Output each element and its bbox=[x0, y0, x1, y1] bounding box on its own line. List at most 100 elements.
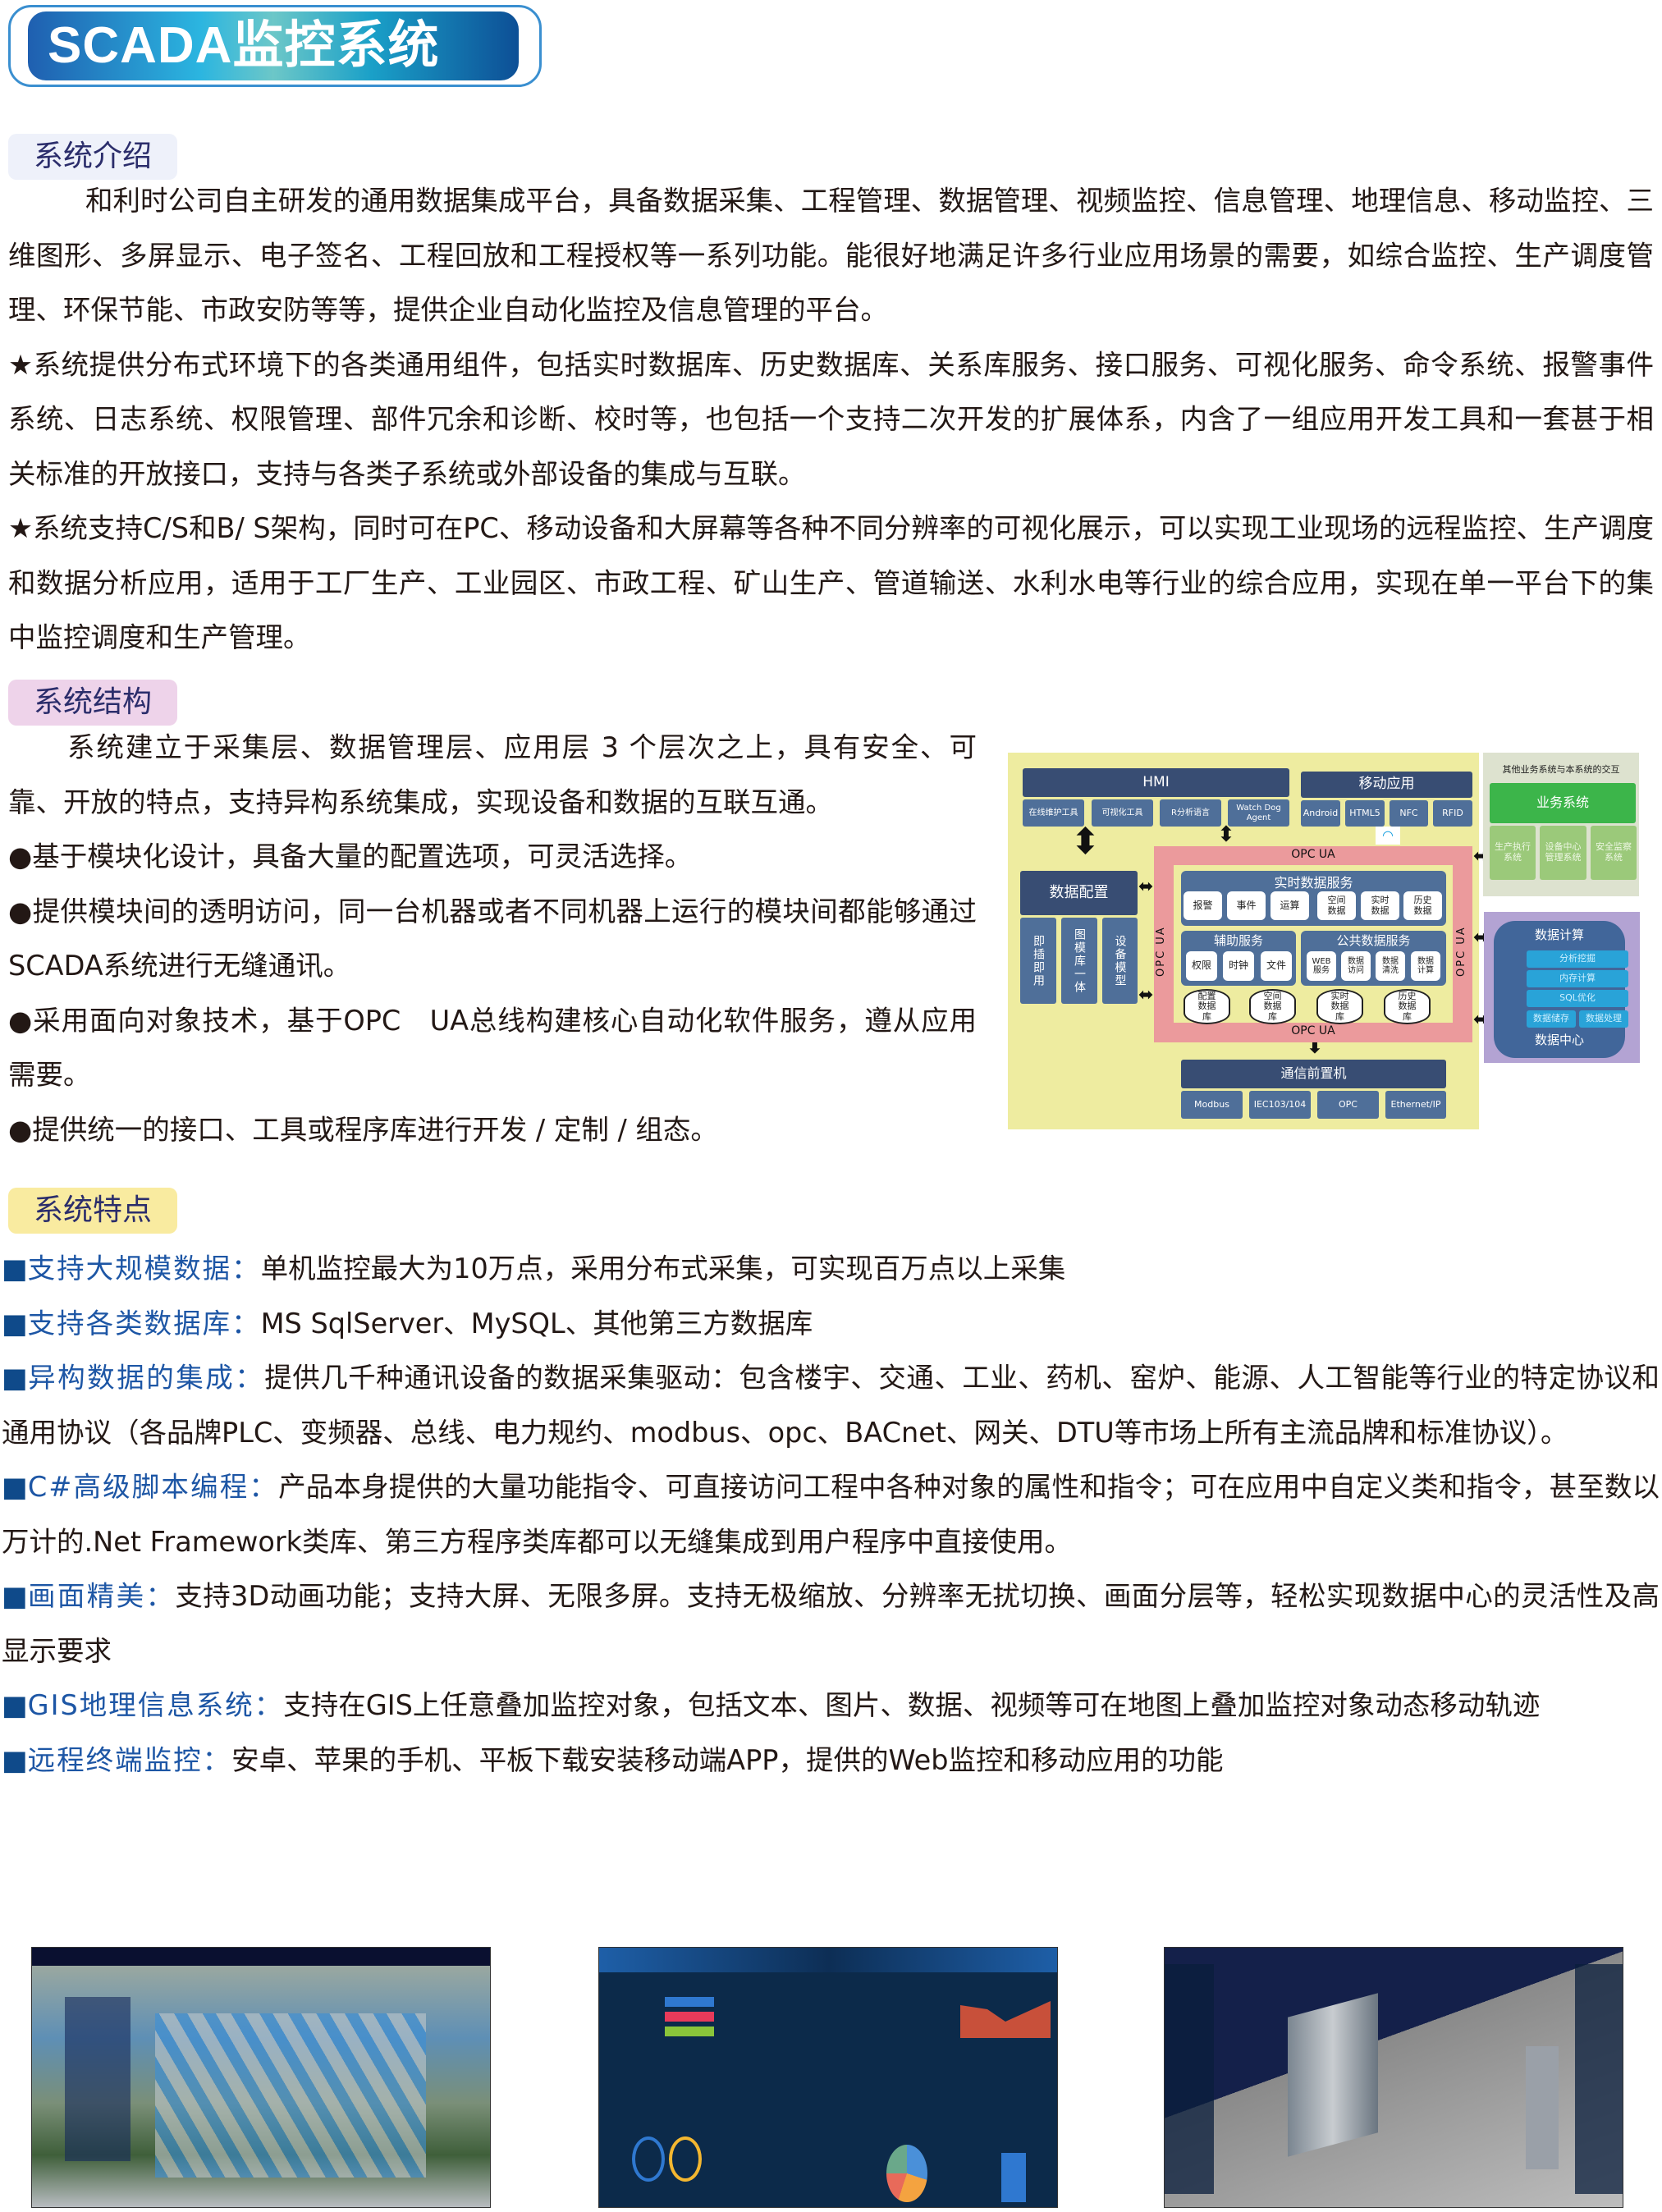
transformer-model bbox=[1288, 1993, 1378, 2157]
calc-item: 内存计算 bbox=[1527, 970, 1628, 987]
feature-label: 画面精美： bbox=[28, 1580, 176, 1612]
realtime-item: 事件 bbox=[1227, 891, 1266, 920]
intro-paragraph: ★系统提供分布式环境下的各类通用组件，包括实时数据库、历史数据库、关系库服务、接… bbox=[8, 348, 1654, 490]
realtime-item: 空间数据 bbox=[1317, 891, 1356, 920]
chart-bar bbox=[665, 2012, 714, 2022]
square-bullet-icon: ■ bbox=[2, 1471, 28, 1503]
opc-ua-label: OPC UA bbox=[1455, 926, 1467, 977]
feature-item: ■异构数据的集成：提供几千种通讯设备的数据采集驱动：包含楼宇、交通、工业、药机、… bbox=[2, 1351, 1660, 1460]
data-calc-title: 数据计算 bbox=[1534, 927, 1584, 942]
realtime-item: 报警 bbox=[1184, 891, 1222, 920]
structure-bullet: ●基于模块化设计，具备大量的配置选项，可灵活选择。 bbox=[8, 840, 693, 872]
mobile-item: Android bbox=[1301, 800, 1340, 827]
protocol-item: OPC bbox=[1317, 1091, 1379, 1119]
mobile-header: 移动应用 bbox=[1301, 772, 1472, 798]
feature-item: ■远程终端监控：安卓、苹果的手机、平板下载安装移动端APP，提供的Web监控和移… bbox=[2, 1733, 1660, 1788]
other-systems-title: 其他业务系统与本系统的交互 bbox=[1502, 764, 1620, 775]
feature-item: ■支持大规模数据：单机监控最大为10万点，采用分布式采集，可实现百万点以上采集 bbox=[2, 1242, 1660, 1297]
dashboard-header bbox=[599, 1948, 1057, 1972]
data-center-title: 数据中心 bbox=[1534, 1033, 1584, 1047]
database-icon: 配置数据库 bbox=[1184, 989, 1230, 1024]
business-item: 生产执行系统 bbox=[1490, 826, 1536, 880]
opc-inner bbox=[1174, 865, 1453, 1023]
banner bbox=[28, 11, 519, 80]
structure-bullet: ●提供统一的接口、工具或程序库进行开发 / 定制 / 组态。 bbox=[8, 1113, 718, 1146]
data-center-panel bbox=[1484, 912, 1640, 1063]
square-bullet-icon: ■ bbox=[2, 1362, 29, 1394]
hmi-item: 可视化工具 bbox=[1092, 799, 1153, 827]
public-item: 数据计算 bbox=[1411, 951, 1440, 981]
area-chart bbox=[960, 2001, 1051, 2038]
mobile-item: HTML5 bbox=[1345, 800, 1385, 827]
aux-item: 时钟 bbox=[1223, 951, 1254, 981]
opc-ua-label: OPC UA bbox=[1291, 1024, 1335, 1037]
double-arrow-icon: ⬍ bbox=[1070, 821, 1101, 863]
aux-item: 权限 bbox=[1186, 951, 1217, 981]
opc-ua-label: OPC UA bbox=[1291, 848, 1335, 861]
feature-item: ■C#高级脚本编程：产品本身提供的大量功能指令、可直接访问工程中各种对象的属性和… bbox=[2, 1460, 1660, 1569]
banner-frame bbox=[8, 5, 542, 87]
cabinet-model bbox=[1526, 2046, 1559, 2169]
feature-label: 支持各类数据库： bbox=[27, 1307, 261, 1340]
square-bullet-icon: ■ bbox=[2, 1743, 28, 1776]
realtime-item: 运算 bbox=[1271, 891, 1309, 920]
data-config-box: 数据配置 bbox=[1020, 871, 1138, 915]
database-icon: 实时数据库 bbox=[1316, 989, 1363, 1024]
feature-text: 支持3D动画功能；支持大屏、无限多屏。支持无极缩放、分辨率无扰切换、画面分层等，… bbox=[2, 1580, 1660, 1667]
realtime-service bbox=[1181, 871, 1446, 926]
protocol-item: Ethernet/IP bbox=[1385, 1091, 1446, 1119]
structure-text: 系统建立于采集层、数据管理层、应用层 3 个层次之上，具有安全、可靠、开放的特点… bbox=[8, 721, 977, 1157]
double-arrow-icon: ⬌ bbox=[1138, 877, 1154, 897]
diagram-background bbox=[1008, 753, 1479, 1129]
aux-service-title: 辅助服务 bbox=[1213, 933, 1263, 948]
square-bullet-icon: ■ bbox=[2, 1307, 28, 1340]
feature-label: C#高级脚本编程： bbox=[27, 1471, 279, 1503]
feature-text: MS SqlServer、MySQL、其他第三方数据库 bbox=[260, 1307, 813, 1340]
config-item: 图模库一体 bbox=[1061, 918, 1097, 1004]
feature-text: 单机监控最大为10万点，采用分布式采集，可实现百万点以上采集 bbox=[260, 1253, 1066, 1285]
feature-item: ■支持各类数据库：MS SqlServer、MySQL、其他第三方数据库 bbox=[2, 1297, 1660, 1352]
realtime-item: 历史数据 bbox=[1403, 891, 1442, 920]
feature-text: 安卓、苹果的手机、平板下载安装移动端APP，提供的Web监控和移动应用的功能 bbox=[231, 1743, 1224, 1776]
feature-label: 远程终端监控： bbox=[27, 1743, 232, 1776]
database-icon: 历史数据库 bbox=[1384, 989, 1431, 1024]
hmi-header: HMI bbox=[1023, 768, 1289, 797]
chart-bar bbox=[1001, 2153, 1026, 2202]
square-bullet-icon: ■ bbox=[2, 1580, 29, 1612]
wifi-icon: ◠ bbox=[1376, 827, 1400, 845]
screenshot-dashboard bbox=[598, 1947, 1058, 2208]
business-system: 业务系统 bbox=[1490, 783, 1636, 823]
screenshot-3d-transformer bbox=[1164, 1947, 1623, 2208]
feature-label: GIS地理信息系统： bbox=[27, 1689, 284, 1721]
double-arrow-icon: ⬍ bbox=[1306, 1034, 1324, 1059]
public-item: WEB服务 bbox=[1307, 951, 1336, 981]
intro-text: 和利时公司自主研发的通用数据集成平台，具备数据采集、工程管理、数据管理、视频监控… bbox=[8, 174, 1654, 666]
side-panel bbox=[1575, 1964, 1623, 2194]
calc-item: 数据储存 bbox=[1527, 1010, 1576, 1028]
calc-item: 分析挖掘 bbox=[1527, 950, 1628, 968]
chart-bar bbox=[665, 2027, 714, 2036]
other-systems-panel bbox=[1483, 753, 1639, 896]
feature-label: 异构数据的集成： bbox=[28, 1362, 265, 1394]
feature-item: ■GIS地理信息系统：支持在GIS上任意叠加监控对象，包括文本、图片、数据、视频… bbox=[2, 1678, 1660, 1733]
intro-paragraph: ★系统支持C/S和B/ S架构，同时可在PC、移动设备和大屏幕等各种不同分辨率的… bbox=[8, 512, 1654, 653]
public-service bbox=[1301, 931, 1446, 986]
mobile-item: NFC bbox=[1390, 800, 1428, 827]
structure-paragraph: 系统建立于采集层、数据管理层、应用层 3 个层次之上，具有安全、可靠、开放的特点… bbox=[8, 731, 977, 818]
protocol-item: IEC103/104 bbox=[1249, 1091, 1311, 1119]
section-heading-intro: 系统介绍 bbox=[8, 134, 177, 180]
square-bullet-icon: ■ bbox=[2, 1253, 28, 1285]
chart-bar bbox=[665, 1997, 714, 2007]
section-heading-structure: 系统结构 bbox=[8, 680, 177, 726]
realtime-item: 实时数据 bbox=[1361, 891, 1399, 920]
page-title: SCADA监控系统 bbox=[48, 17, 440, 74]
public-item: 数据清洗 bbox=[1376, 951, 1405, 981]
opc-ua-bus bbox=[1154, 846, 1472, 1042]
hmi-item: Watch Dog Agent bbox=[1228, 799, 1289, 827]
side-panel bbox=[65, 1997, 130, 2161]
business-item: 设备中心管理系统 bbox=[1540, 826, 1586, 880]
realtime-service-title: 实时数据服务 bbox=[1274, 875, 1353, 891]
feature-text: 产品本身提供的大量功能指令、可直接访问工程中各种对象的属性和指令；可在应用中自定… bbox=[2, 1471, 1660, 1558]
feature-text: 提供几千种通讯设备的数据采集驱动：包含楼宇、交通、工业、药机、窑炉、能源、人工智… bbox=[2, 1362, 1660, 1449]
pie-chart bbox=[886, 2145, 927, 2202]
